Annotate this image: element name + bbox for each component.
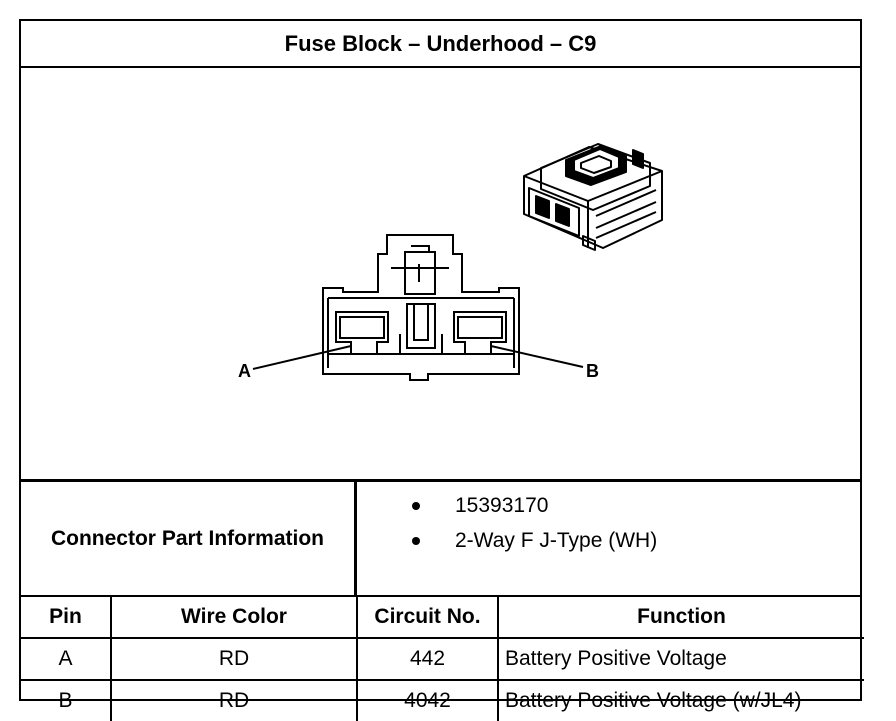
pin-table: Pin Wire Color Circuit No. Function A RD… <box>21 597 864 721</box>
circuit-no-cell: 4042 <box>356 679 499 721</box>
circuit-no-cell: 442 <box>356 637 499 681</box>
part-number: 15393170 <box>455 494 549 517</box>
header-wire-color: Wire Color <box>110 597 358 639</box>
pin-cell: B <box>21 679 112 721</box>
connector-diagram: A B <box>238 143 663 381</box>
function-cell: Battery Positive Voltage (w/JL4) <box>497 679 864 721</box>
cavity-b <box>453 311 507 355</box>
header-function: Function <box>497 597 864 639</box>
header-circuit-no: Circuit No. <box>356 597 499 639</box>
header-pin: Pin <box>21 597 112 639</box>
connector-type-item: 2-Way F J-Type (WH) <box>412 529 657 553</box>
cavity-a <box>335 311 389 355</box>
connector-part-info-label: Connector Part Information <box>21 482 357 595</box>
function-cell: Battery Positive Voltage <box>497 637 864 681</box>
bullet-icon <box>412 537 420 545</box>
connector-type: 2-Way F J-Type (WH) <box>455 529 658 552</box>
table-header-row: Pin Wire Color Circuit No. Function <box>21 597 864 639</box>
pin-label-a: A <box>238 361 251 381</box>
page-title: Fuse Block – Underhood – C9 <box>21 21 860 68</box>
table-row: B RD 4042 Battery Positive Voltage (w/JL… <box>21 679 864 721</box>
wire-color-cell: RD <box>110 637 358 681</box>
pin-cell: A <box>21 637 112 681</box>
connector-part-info: Connector Part Information 15393170 2-Wa… <box>21 479 860 597</box>
connector-part-info-list: 15393170 2-Way F J-Type (WH) <box>357 482 860 595</box>
wire-color-cell: RD <box>110 679 358 721</box>
connector-iso-illustration <box>523 143 663 251</box>
pin-label-b: B <box>586 361 599 381</box>
bullet-icon <box>412 502 420 510</box>
connector-figure: A B <box>21 68 860 479</box>
table-row: A RD 442 Battery Positive Voltage <box>21 637 864 681</box>
connector-sheet: Fuse Block – Underhood – C9 A B <box>19 19 864 721</box>
connector-face-outline <box>322 234 520 381</box>
part-number-item: 15393170 <box>412 494 548 518</box>
